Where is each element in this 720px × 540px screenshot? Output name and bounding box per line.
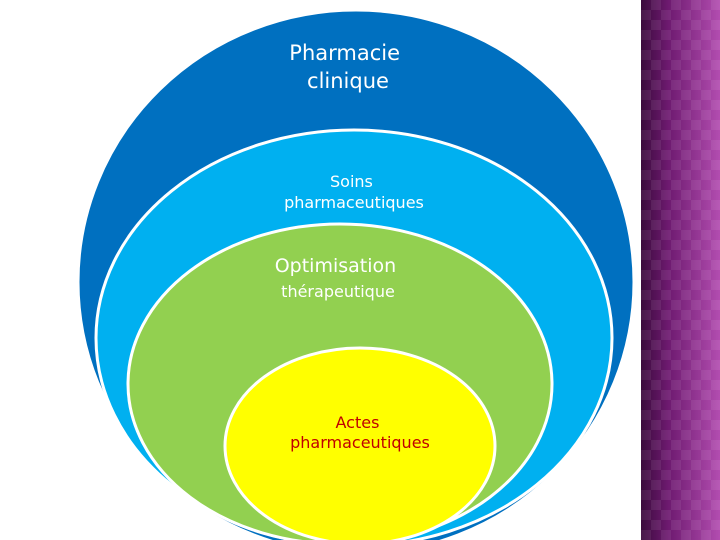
decorative-side-band (641, 0, 720, 540)
label-pharmacie-clinique-line2: clinique (307, 69, 389, 93)
label-actes-pharmaceutiques: Actes pharmaceutiques (290, 413, 430, 452)
label-actes-pharmaceutiques-line2: pharmaceutiques (290, 433, 430, 452)
level-actes-pharmaceutiques: Actes pharmaceutiques (223, 346, 497, 540)
label-optimisation-therapeutique-line1: Optimisation (275, 255, 396, 277)
label-optimisation-therapeutique: Optimisation thérapeutique (275, 255, 402, 301)
circle-actes-pharmaceutiques (223, 346, 497, 540)
label-soins-pharmaceutiques-line2: pharmaceutiques (284, 193, 424, 212)
label-pharmacie-clinique: Pharmacie clinique (289, 41, 406, 93)
label-pharmacie-clinique-line1: Pharmacie (289, 41, 400, 65)
label-optimisation-therapeutique-line2: thérapeutique (281, 282, 395, 301)
label-actes-pharmaceutiques-line1: Actes (335, 413, 379, 432)
label-soins-pharmaceutiques: Soins pharmaceutiques (284, 172, 424, 212)
label-soins-pharmaceutiques-line1: Soins (330, 172, 373, 191)
nested-circles-diagram: Pharmacie clinique Soins pharmaceutiques… (76, 8, 636, 540)
